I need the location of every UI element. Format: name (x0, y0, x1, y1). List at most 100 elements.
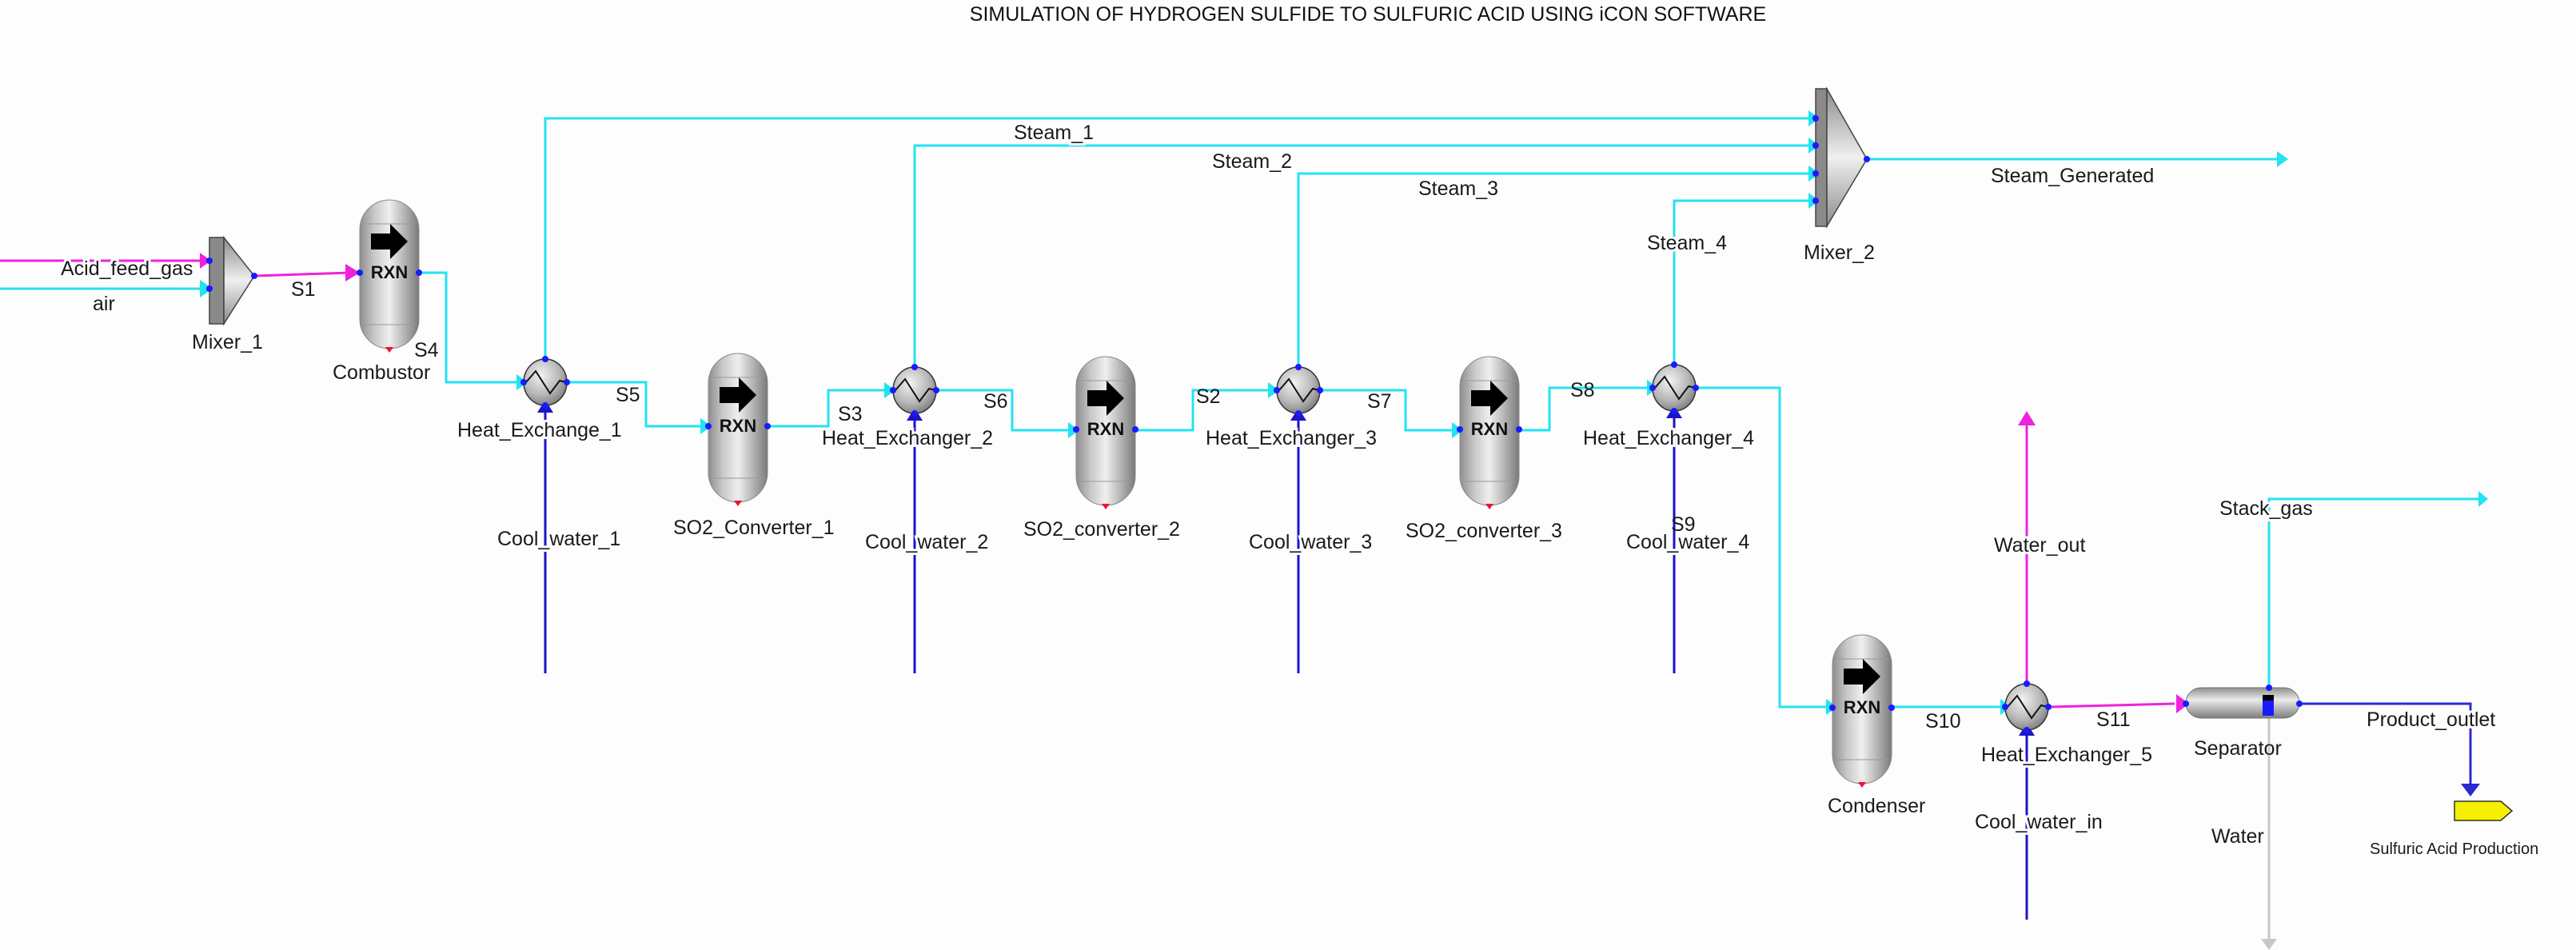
reactor-badge: RXN (1087, 419, 1124, 439)
stream-s2-line[interactable] (1135, 389, 1271, 432)
label-s9: S9 (1671, 513, 1696, 536)
heat-exchanger-4[interactable] (1649, 361, 1699, 414)
reaction-arrow-icon (1844, 659, 1880, 694)
label-separator: Separator (2194, 737, 2282, 760)
product-tag-sulfuric-acid[interactable] (2454, 800, 2514, 821)
stream-steam-1-line[interactable] (913, 144, 1812, 369)
stream-s11-line[interactable] (2049, 702, 2175, 709)
label-acid-feed-gas: Acid_feed_gas (61, 257, 193, 280)
page-title: SIMULATION OF HYDROGEN SULFIDE TO SULFUR… (970, 3, 1766, 26)
mixer-1-inlet-port (206, 285, 213, 292)
reaction-arrow-icon (720, 377, 756, 413)
heat-exchanger-3[interactable] (1274, 364, 1323, 417)
label-s4: S4 (414, 339, 439, 361)
stream-steam-header-line[interactable] (544, 117, 1812, 369)
arrowhead-acid-feed (200, 253, 211, 269)
label-heat-exchanger-1: Heat_Exchange_1 (457, 419, 622, 441)
label-sulfuric-acid-production: Sulfuric Acid Production (2370, 840, 2538, 858)
reactor-so2-converter-1[interactable]: RXN (705, 353, 771, 506)
label-air: air (93, 293, 115, 315)
label-heat-exchanger-3: Heat_Exchanger_3 (1206, 427, 1377, 449)
stream-s6-line[interactable] (932, 389, 1071, 432)
label-stack-gas: Stack_gas (2219, 497, 2313, 520)
stream-s1-line[interactable] (253, 271, 353, 277)
stream-s8-line[interactable] (1519, 386, 1652, 432)
label-heat-exchanger-2: Heat_Exchanger_2 (822, 427, 993, 449)
reactor-badge: RXN (371, 262, 408, 282)
label-so2-converter-2: SO2_converter_2 (1023, 518, 1180, 541)
heat-exchanger-2[interactable] (890, 364, 939, 417)
arrowhead-water (2261, 939, 2277, 950)
label-water-out: Water_out (1994, 534, 2085, 557)
label-s1: S1 (291, 278, 316, 301)
mixer-1-inlet-port (206, 257, 213, 264)
label-steam-4: Steam_4 (1647, 232, 1727, 254)
label-cool-water-4: Cool_water_4 (1626, 531, 1749, 553)
heat-exchange-zigzag-icon (1278, 377, 1320, 403)
label-steam-generated: Steam_Generated (1991, 165, 2154, 187)
arrowhead-product-outlet (2461, 784, 2480, 796)
label-heat-exchanger-4: Heat_Exchanger_4 (1583, 427, 1754, 449)
stream-s5-line[interactable] (564, 381, 704, 428)
mixer-2-inlet-port (1812, 198, 1819, 204)
label-s5: S5 (616, 384, 640, 406)
reactor-condenser[interactable]: RXN (1829, 634, 1895, 788)
label-cool-water-2: Cool_water_2 (865, 531, 988, 553)
label-s7: S7 (1367, 390, 1392, 413)
stream-steam-2-line[interactable] (1297, 172, 1812, 369)
label-cool-water-in: Cool_water_in (1975, 811, 2103, 833)
label-steam-2: Steam_2 (1212, 150, 1292, 173)
label-water: Water (2211, 825, 2264, 848)
mixer-2-inlet-port (1812, 170, 1819, 177)
stream-s7-line[interactable] (1316, 389, 1455, 432)
arrowhead-s1 (345, 264, 360, 281)
stream-s4-line[interactable] (419, 271, 520, 384)
heat-exchange-zigzag-icon (2007, 694, 2048, 720)
label-heat-exchanger-5: Heat_Exchanger_5 (1981, 744, 2152, 766)
heat-exchanger-5[interactable] (2002, 681, 2052, 733)
label-combustor: Combustor (333, 361, 430, 384)
label-s11: S11 (2096, 709, 2131, 731)
mixer-2[interactable] (1815, 86, 1870, 229)
reactor-badge: RXN (1471, 419, 1508, 439)
reaction-arrow-icon (1087, 381, 1124, 416)
reaction-arrow-icon (371, 224, 408, 259)
reactor-badge: RXN (720, 416, 756, 436)
separator[interactable] (2183, 685, 2303, 719)
arrowhead-stack-gas (2478, 491, 2488, 507)
label-mixer-2: Mixer_2 (1804, 241, 1875, 264)
label-s2: S2 (1196, 385, 1221, 408)
label-cool-water-1: Cool_water_1 (497, 528, 620, 550)
reaction-arrow-icon (1471, 381, 1508, 416)
stream-stack-gas-line[interactable] (2267, 497, 2478, 693)
label-condenser: Condenser (1828, 795, 1925, 817)
stream-product-outlet-line[interactable] (2299, 702, 2472, 788)
mixer-2-inlet-port (1812, 142, 1819, 149)
arrowhead-steam-generated (2277, 151, 2288, 167)
reactor-so2-converter-2[interactable]: RXN (1073, 356, 1138, 509)
stream-s3-line[interactable] (768, 389, 887, 428)
label-so2-converter-3: SO2_converter_3 (1406, 520, 1562, 542)
stream-s9-line[interactable] (1697, 386, 1829, 709)
mixer-1[interactable] (209, 235, 257, 326)
heat-exchange-zigzag-icon (895, 377, 936, 403)
label-s10: S10 (1925, 710, 1960, 732)
stream-steam-4-line[interactable] (1673, 199, 1812, 374)
heat-exchanger-1[interactable] (520, 356, 570, 409)
label-steam-1: Steam_1 (1014, 122, 1094, 144)
label-mixer-1: Mixer_1 (192, 331, 263, 353)
label-so2-converter-1: SO2_Converter_1 (673, 517, 835, 539)
heat-exchange-zigzag-icon (1654, 375, 1696, 401)
label-s8: S8 (1570, 379, 1595, 401)
label-s6: S6 (983, 390, 1008, 413)
label-s3: S3 (838, 403, 863, 425)
label-product-outlet: Product_outlet (2367, 709, 2495, 731)
label-steam-3: Steam_3 (1418, 178, 1498, 200)
reactor-badge: RXN (1844, 697, 1880, 717)
reactor-combustor[interactable]: RXN (357, 199, 422, 353)
reactor-so2-converter-3[interactable]: RXN (1457, 356, 1522, 509)
arrowhead-water-out (2018, 411, 2036, 425)
label-cool-water-3: Cool_water_3 (1249, 531, 1372, 553)
heat-exchange-zigzag-icon (525, 369, 567, 395)
